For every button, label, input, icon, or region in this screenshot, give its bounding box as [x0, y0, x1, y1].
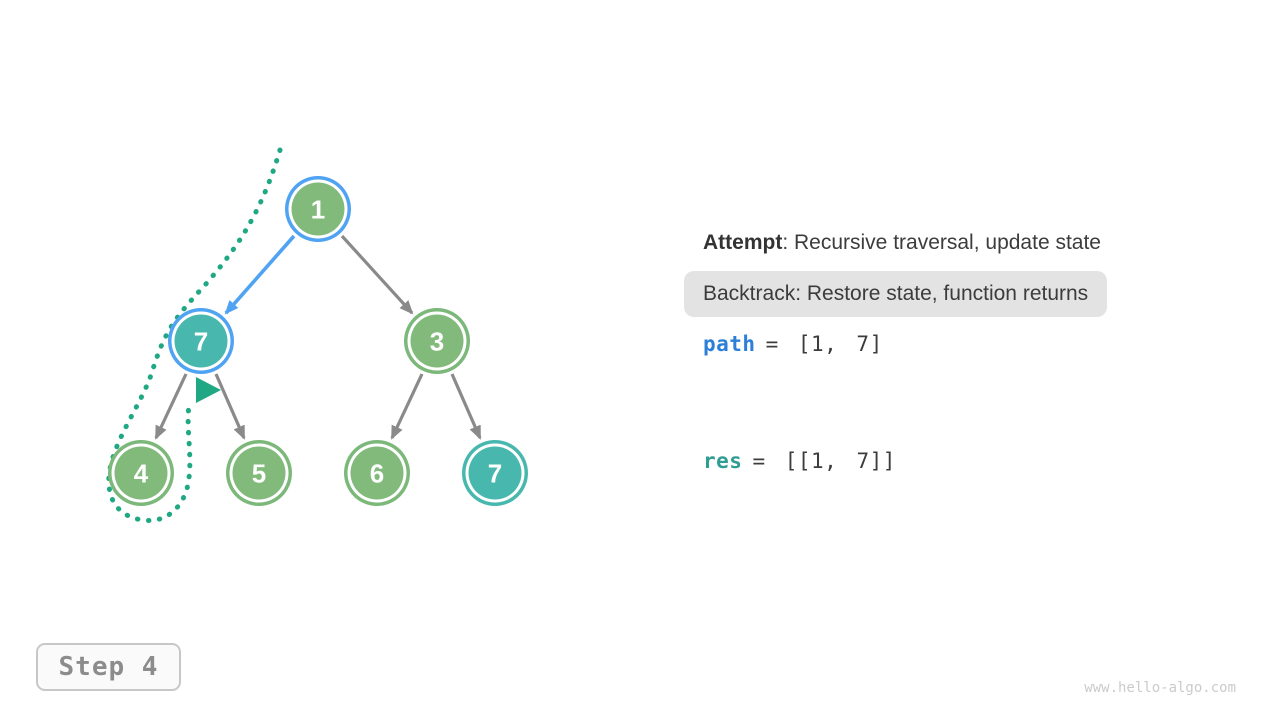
tree-node-5: 5 — [232, 446, 286, 500]
attempt-text: : Recursive traversal, update state — [782, 231, 1101, 254]
tree-node-6: 6 — [350, 446, 404, 500]
tree-node-7-left: 7 — [174, 314, 228, 368]
edge-1-7-active — [224, 234, 296, 315]
tree-node-value: 6 — [369, 458, 385, 488]
backtrack-label: Backtrack — [703, 282, 796, 305]
watermark: www.hello-algo.com — [1084, 680, 1236, 696]
edge-3-6 — [390, 373, 424, 440]
attempt-line: Attempt: Recursive traversal, update sta… — [703, 230, 1101, 256]
tree-node-value: 5 — [251, 458, 267, 488]
step-badge: Step 4 — [36, 643, 181, 691]
tree-node-7-right: 7 — [468, 446, 522, 500]
backtrack-text: : Restore state, function returns — [795, 282, 1089, 305]
res-variable-name: res — [703, 449, 743, 473]
res-variable-line: res = [[1, 7]] — [703, 449, 896, 473]
res-variable-value: = [[1, 7]] — [752, 449, 896, 473]
path-variable-line: path = [1, 7] — [703, 332, 883, 356]
tree-node-value: 3 — [429, 326, 445, 356]
attempt-label: Attempt — [703, 231, 783, 254]
backtrack-highlight-box: Backtrack: Restore state, function retur… — [684, 271, 1108, 317]
edge-3-7 — [450, 373, 482, 440]
backtrack-trail — [106, 147, 283, 523]
tree-node-3: 3 — [410, 314, 464, 368]
step-badge-label: Step 4 — [58, 652, 159, 682]
path-variable-value: = [1, 7] — [765, 332, 883, 356]
edge-7-4 — [154, 373, 188, 440]
tree-node-value: 1 — [310, 194, 326, 224]
tree-node-value: 7 — [487, 458, 503, 488]
tree-node-value: 7 — [193, 326, 209, 356]
edge-7-5 — [214, 373, 246, 440]
edge-1-3 — [340, 234, 414, 315]
backtrack-trail-arrowhead — [196, 377, 221, 403]
path-variable-name: path — [703, 332, 756, 356]
tree-node-1: 1 — [291, 182, 345, 236]
tree-node-4: 4 — [114, 446, 168, 500]
tree-node-value: 4 — [133, 458, 149, 488]
